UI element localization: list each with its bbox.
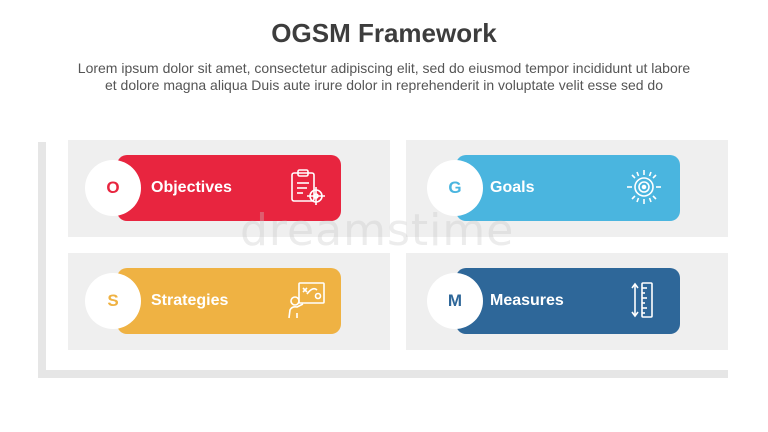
page-title: OGSM Framework [271,18,497,48]
strategy-board-icon [288,282,325,319]
clipboard-target-icon [291,169,325,205]
badge-letter-goals: G [448,178,462,197]
frame-vertical-bar [38,142,46,378]
watermark: dreamstime [240,205,515,256]
card-measures: Measures [456,268,680,334]
subtitle-line-2: et dolore magna aliqua Duis aute irure d… [104,77,663,93]
ruler-icon [631,282,653,318]
card-label-objectives: Objectives [151,179,232,196]
badge-letter-measures: M [447,291,463,310]
badge-objectives: O [85,160,141,216]
frame-horizontal-bar [38,370,728,378]
card-label-goals: Goals [490,179,535,196]
badge-goals: G [427,160,483,216]
badge-letter-objectives: O [106,178,120,197]
card-label-strategies: Strategies [151,292,229,309]
target-icon [627,170,661,204]
badge-letter-strategies: S [107,291,119,310]
card-goals: Goals [456,155,680,221]
badge-strategies: S [85,273,141,329]
subtitle-line-1: Lorem ipsum dolor sit amet, consectetur … [77,60,691,76]
page-subtitle: Lorem ipsum dolor sit amet, consectetur … [30,60,738,94]
badge-measures: M [427,273,483,329]
card-objectives: Objectives [117,155,341,221]
card-label-measures: Measures [490,292,564,309]
card-strategies: Strategies [117,268,341,334]
